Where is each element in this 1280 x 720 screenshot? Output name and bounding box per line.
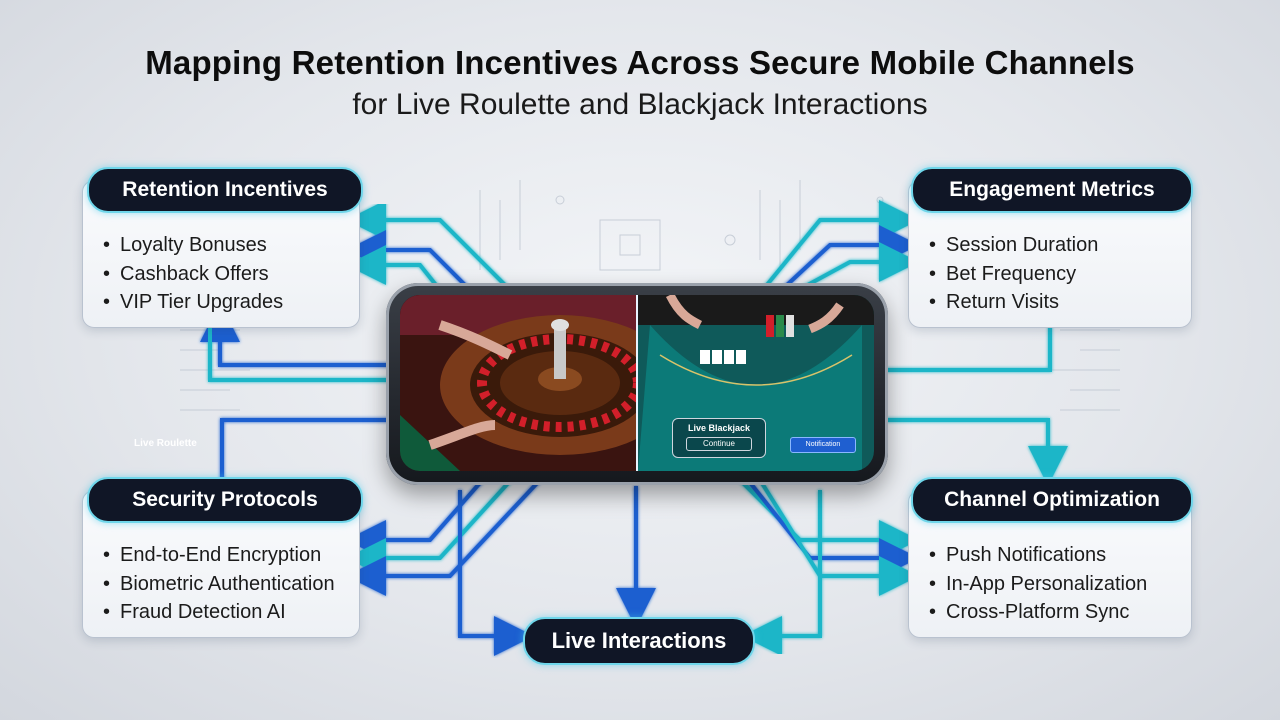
list-item: Cross-Platform Sync xyxy=(929,598,1147,627)
channel-optimization-title: Channel Optimization xyxy=(911,477,1193,523)
live-roulette-label: Live Roulette xyxy=(134,438,197,449)
retention-incentives-card: Retention Incentives Loyalty Bonuses Cas… xyxy=(82,167,363,328)
list-item: Session Duration xyxy=(929,231,1098,260)
security-protocols-title: Security Protocols xyxy=(87,477,363,523)
list-item: Return Visits xyxy=(929,288,1098,317)
engagement-metrics-title: Engagement Metrics xyxy=(911,167,1193,213)
list-item: End-to-End Encryption xyxy=(103,541,335,570)
channel-optimization-card: Channel Optimization Push Notifications … xyxy=(908,477,1193,638)
continue-button[interactable]: Continue xyxy=(686,437,752,451)
list-item: In-App Personalization xyxy=(929,570,1147,599)
live-blackjack-label: Live Blackjack xyxy=(687,423,751,433)
engagement-metrics-card: Engagement Metrics Session Duration Bet … xyxy=(908,167,1193,328)
diagram-subtitle: for Live Roulette and Blackjack Interact… xyxy=(352,88,928,121)
mobile-phone xyxy=(386,283,888,485)
live-interactions-hub: Live Interactions xyxy=(523,617,755,665)
diagram-title: Mapping Retention Incentives Across Secu… xyxy=(145,44,1135,81)
security-protocols-card: Security Protocols End-to-End Encryption… xyxy=(82,477,363,638)
list-item: Fraud Detection AI xyxy=(103,598,335,627)
list-item: VIP Tier Upgrades xyxy=(103,288,283,317)
notification-button[interactable]: Notification xyxy=(790,437,856,453)
list-item: Biometric Authentication xyxy=(103,570,335,599)
list-item: Bet Frequency xyxy=(929,260,1098,289)
list-item: Cashback Offers xyxy=(103,260,283,289)
retention-incentives-title: Retention Incentives xyxy=(87,167,363,213)
live-blackjack-panel: Live Blackjack Continue xyxy=(672,418,766,458)
list-item: Loyalty Bonuses xyxy=(103,231,283,260)
list-item: Push Notifications xyxy=(929,541,1147,570)
